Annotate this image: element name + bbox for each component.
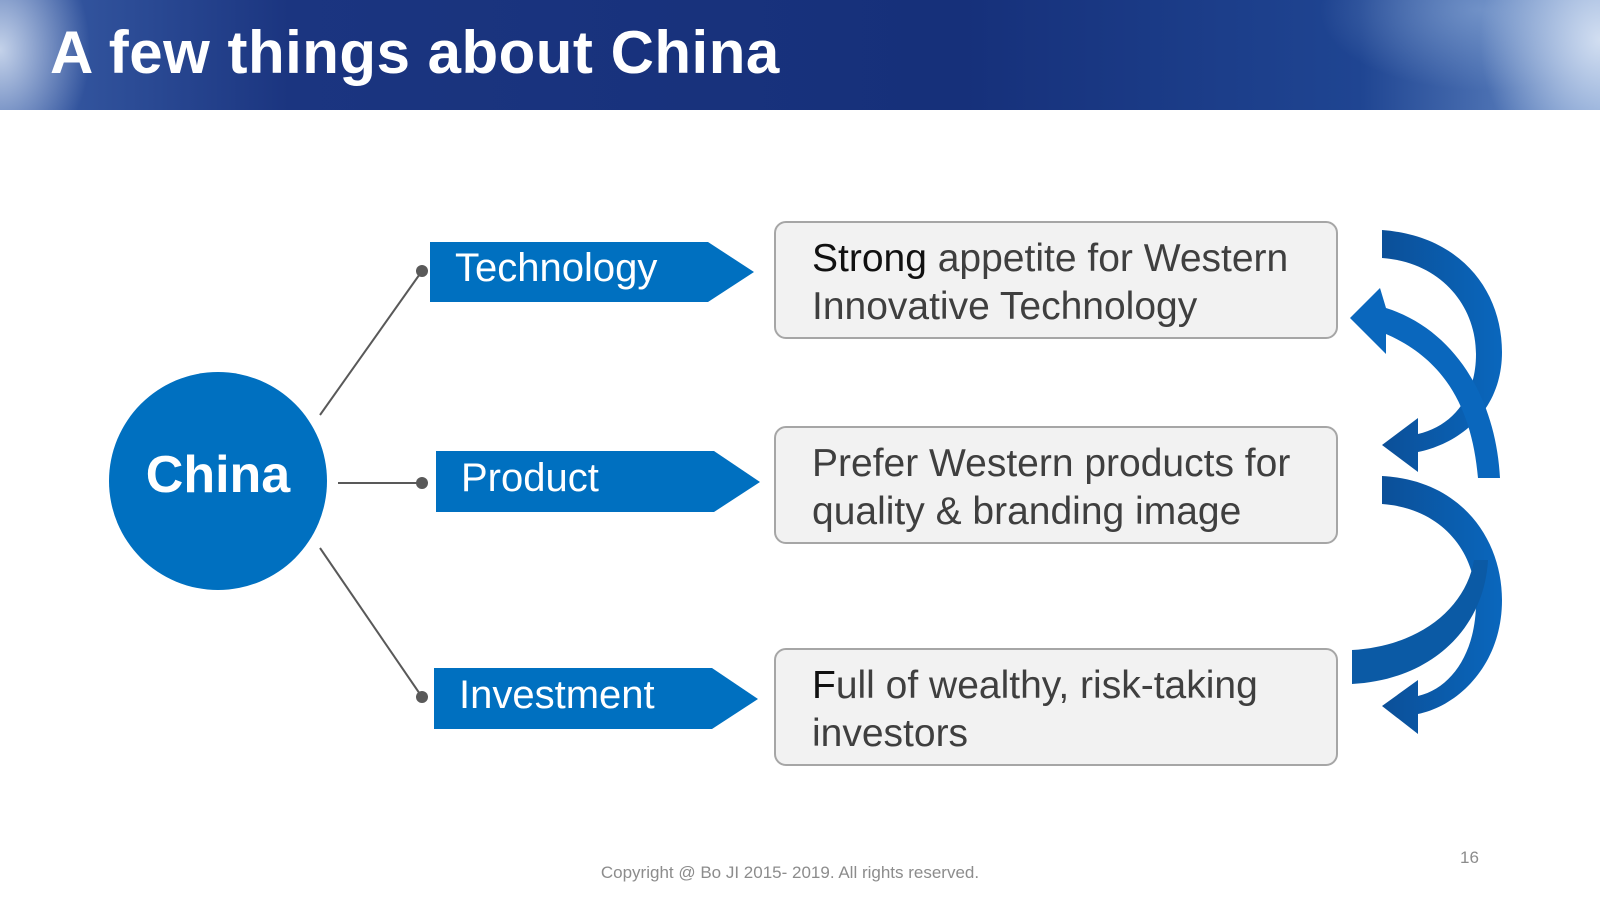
connector-dot-technology [416,265,428,277]
box-technology-text: appetite for Western Innovative Technolo… [812,237,1289,328]
title-bar: A few things about China [0,0,1600,110]
arrow-technology [430,242,754,302]
page-number: 16 [1460,848,1479,867]
curved-arrow-lower [1352,560,1488,684]
branch-label-investment: Investment [459,673,655,717]
connector-dot-investment [416,691,428,703]
slide-title: A few things about China [50,19,780,86]
box-investment: Full of wealthy, risk-taking investors [774,648,1338,766]
box-investment-lead: F [812,664,836,707]
copyright-footer: Copyright @ Bo JI 2015- 2019. All rights… [600,863,980,882]
arrow-product [436,451,760,512]
curved-arrow-down-2 [1382,476,1502,734]
box-technology-lead: Strong [812,237,927,280]
center-label: China [145,446,291,504]
curved-arrow-up [1350,288,1500,478]
connector-technology [319,270,423,416]
arrow-investment [434,668,758,729]
box-technology: Strong appetite for Western Innovative T… [774,221,1338,339]
connector-dot-product [416,477,428,489]
box-investment-text: ull of wealthy, risk-taking investors [812,664,1258,755]
connector-investment [319,547,423,698]
branch-label-technology: Technology [455,246,658,290]
box-product-text: Prefer Western products for quality & br… [812,442,1291,533]
box-product: Prefer Western products for quality & br… [774,426,1338,544]
branch-label-product: Product [461,456,599,500]
china-circle [109,372,327,590]
